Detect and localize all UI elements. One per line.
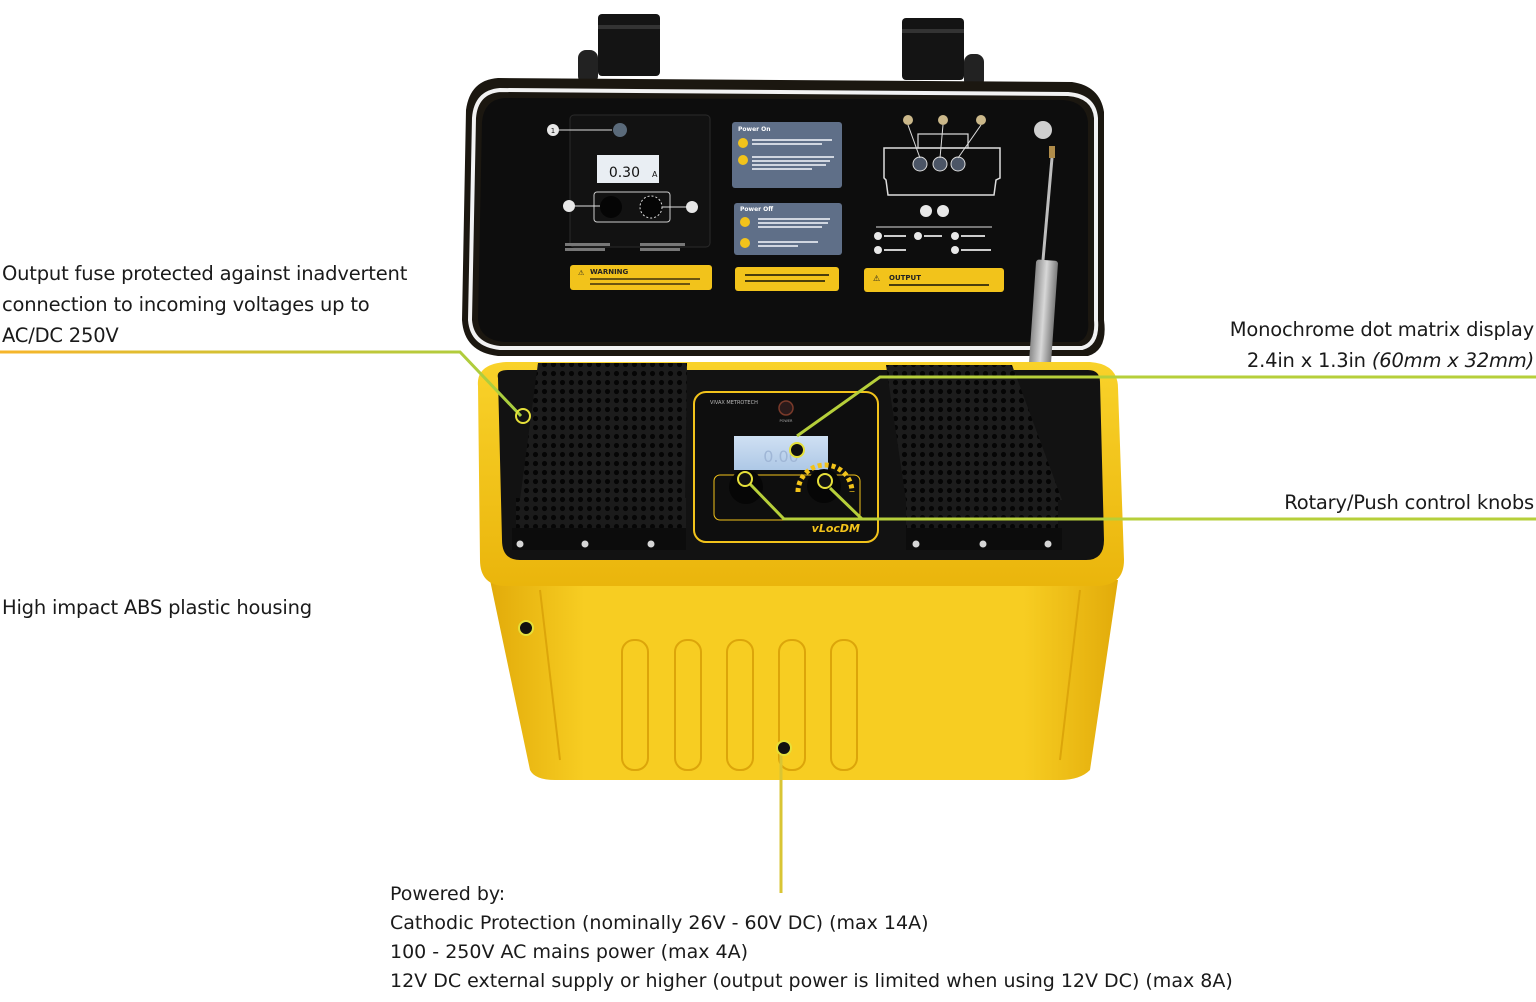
powered-by-item: Cathodic Protection (nominally 26V - 60V… — [390, 912, 929, 934]
callout-display-line2: 2.4in x 1.3in (60mm x 32mm) — [1230, 345, 1534, 376]
front-control-panel: VIVAX METROTECH POWER 0.00 vLocDM — [693, 391, 879, 543]
power-button[interactable] — [778, 400, 794, 416]
svg-text:A: A — [652, 170, 658, 179]
vent-grille-left — [512, 363, 687, 550]
callout-housing-label: High impact ABS plastic housing — [2, 596, 312, 619]
powered-by-title: Powered by: — [390, 883, 506, 905]
svg-text:1: 1 — [551, 127, 555, 135]
callout-display-line1: Monochrome dot matrix display — [1229, 318, 1534, 341]
svg-text:⚠: ⚠ — [578, 269, 585, 277]
lid-output-warning-label: ⚠ OUTPUT — [864, 268, 1004, 292]
svg-text:Power Off: Power Off — [740, 206, 773, 213]
housing-ribs — [539, 589, 1081, 771]
callout-output-fuse-line2: connection to incoming voltages up to — [2, 293, 370, 316]
callout-display: Monochrome dot matrix display 2.4in x 1.… — [1230, 314, 1534, 376]
lid-power-off-card: Power Off — [734, 203, 842, 255]
callout-powered-by: Powered by: Cathodic Protection (nominal… — [390, 880, 1233, 996]
svg-text:vLocDM: vLocDM — [812, 522, 860, 535]
dot-matrix-display — [734, 436, 828, 470]
lid-info-label — [735, 267, 839, 291]
callout-output-fuse-line1: Output fuse protected against inadverten… — [2, 262, 408, 285]
callout-output-fuse-line3: AC/DC 250V — [2, 324, 119, 347]
callout-knobs-label: Rotary/Push control knobs — [1284, 491, 1534, 514]
svg-text:WARNING: WARNING — [590, 268, 629, 276]
lid-control-diagram: 1 0.30 A — [547, 114, 711, 251]
svg-text:VIVAX METROTECH: VIVAX METROTECH — [710, 400, 758, 406]
lid-power-on-card: Power On — [732, 122, 842, 188]
svg-text:0.00: 0.00 — [763, 447, 799, 466]
callout-housing: High impact ABS plastic housing — [2, 592, 312, 623]
svg-text:POWER: POWER — [780, 419, 794, 423]
svg-text:Power On: Power On — [738, 126, 771, 133]
lid-gas-strut — [1028, 121, 1058, 381]
lid-warning-label: ⚠ WARNING — [570, 265, 712, 290]
callout-display-size-metric: (60mm x 32mm) — [1371, 349, 1534, 372]
output-current-knob[interactable] — [729, 470, 763, 504]
powered-by-item: 12V DC external supply or higher (output… — [390, 970, 1233, 992]
callout-display-size-imperial: 2.4in x 1.3in — [1246, 349, 1372, 372]
callout-knobs: Rotary/Push control knobs — [1284, 487, 1534, 518]
lid-latch-left — [578, 14, 660, 84]
svg-text:OUTPUT: OUTPUT — [889, 274, 921, 282]
svg-text:⚠: ⚠ — [873, 274, 880, 283]
callout-output-fuse: Output fuse protected against inadverten… — [2, 258, 407, 351]
powered-by-item: 100 - 250V AC mains power (max 4A) — [390, 941, 748, 963]
lid-latch-right — [902, 18, 984, 88]
lid-display-reading: 0.30 — [609, 165, 640, 181]
lid-connector-diagram — [874, 115, 1001, 254]
frequency-knob[interactable] — [807, 469, 841, 503]
